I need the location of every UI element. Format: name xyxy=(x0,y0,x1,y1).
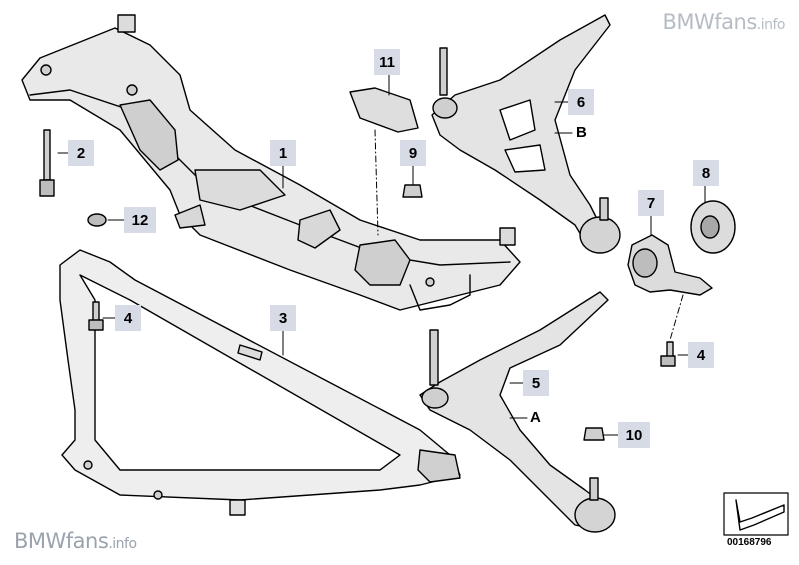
bracket xyxy=(627,234,713,296)
hex-nut xyxy=(583,427,605,441)
callout-6: 6 xyxy=(568,89,594,115)
hex-bolt xyxy=(39,129,55,197)
watermark-top: BMWfans.info xyxy=(662,10,785,34)
callout-12: 12 xyxy=(124,207,156,233)
leader-lines xyxy=(57,74,706,436)
watermark-bottom: BMWfans.info xyxy=(14,529,137,553)
callout-3: 3 xyxy=(270,305,296,331)
callout-1: 1 xyxy=(270,140,296,166)
callout-2: 2 xyxy=(68,140,94,166)
watermark-brand: BMWfans xyxy=(662,10,757,34)
hex-bolt xyxy=(660,341,676,367)
callout-10: 10 xyxy=(618,422,650,448)
hex-nut xyxy=(402,184,423,198)
label-b: B xyxy=(576,124,587,141)
callout-11: 11 xyxy=(374,49,400,75)
rubber-mount xyxy=(690,200,736,254)
hex-bolt xyxy=(88,301,104,331)
hex-nut xyxy=(87,213,107,227)
wishbone-left xyxy=(419,291,616,533)
direction-arrow-icon xyxy=(723,492,789,536)
wishbone-right xyxy=(431,14,621,254)
callout-9: 9 xyxy=(400,140,426,166)
callout-4-right: 4 xyxy=(688,342,714,368)
watermark-suffix: .info xyxy=(756,17,786,33)
watermark-brand: BMWfans xyxy=(14,529,109,553)
diagram-part-number: 00168796 xyxy=(727,537,772,548)
label-a: A xyxy=(530,409,541,426)
mount-bracket xyxy=(349,87,419,133)
callout-4-left: 4 xyxy=(115,305,141,331)
front-axle-carrier xyxy=(21,14,521,311)
reinforcement-plate xyxy=(59,249,461,516)
callout-5: 5 xyxy=(523,370,549,396)
callout-8: 8 xyxy=(693,160,719,186)
callout-7: 7 xyxy=(638,190,664,216)
watermark-suffix: .info xyxy=(108,536,137,552)
